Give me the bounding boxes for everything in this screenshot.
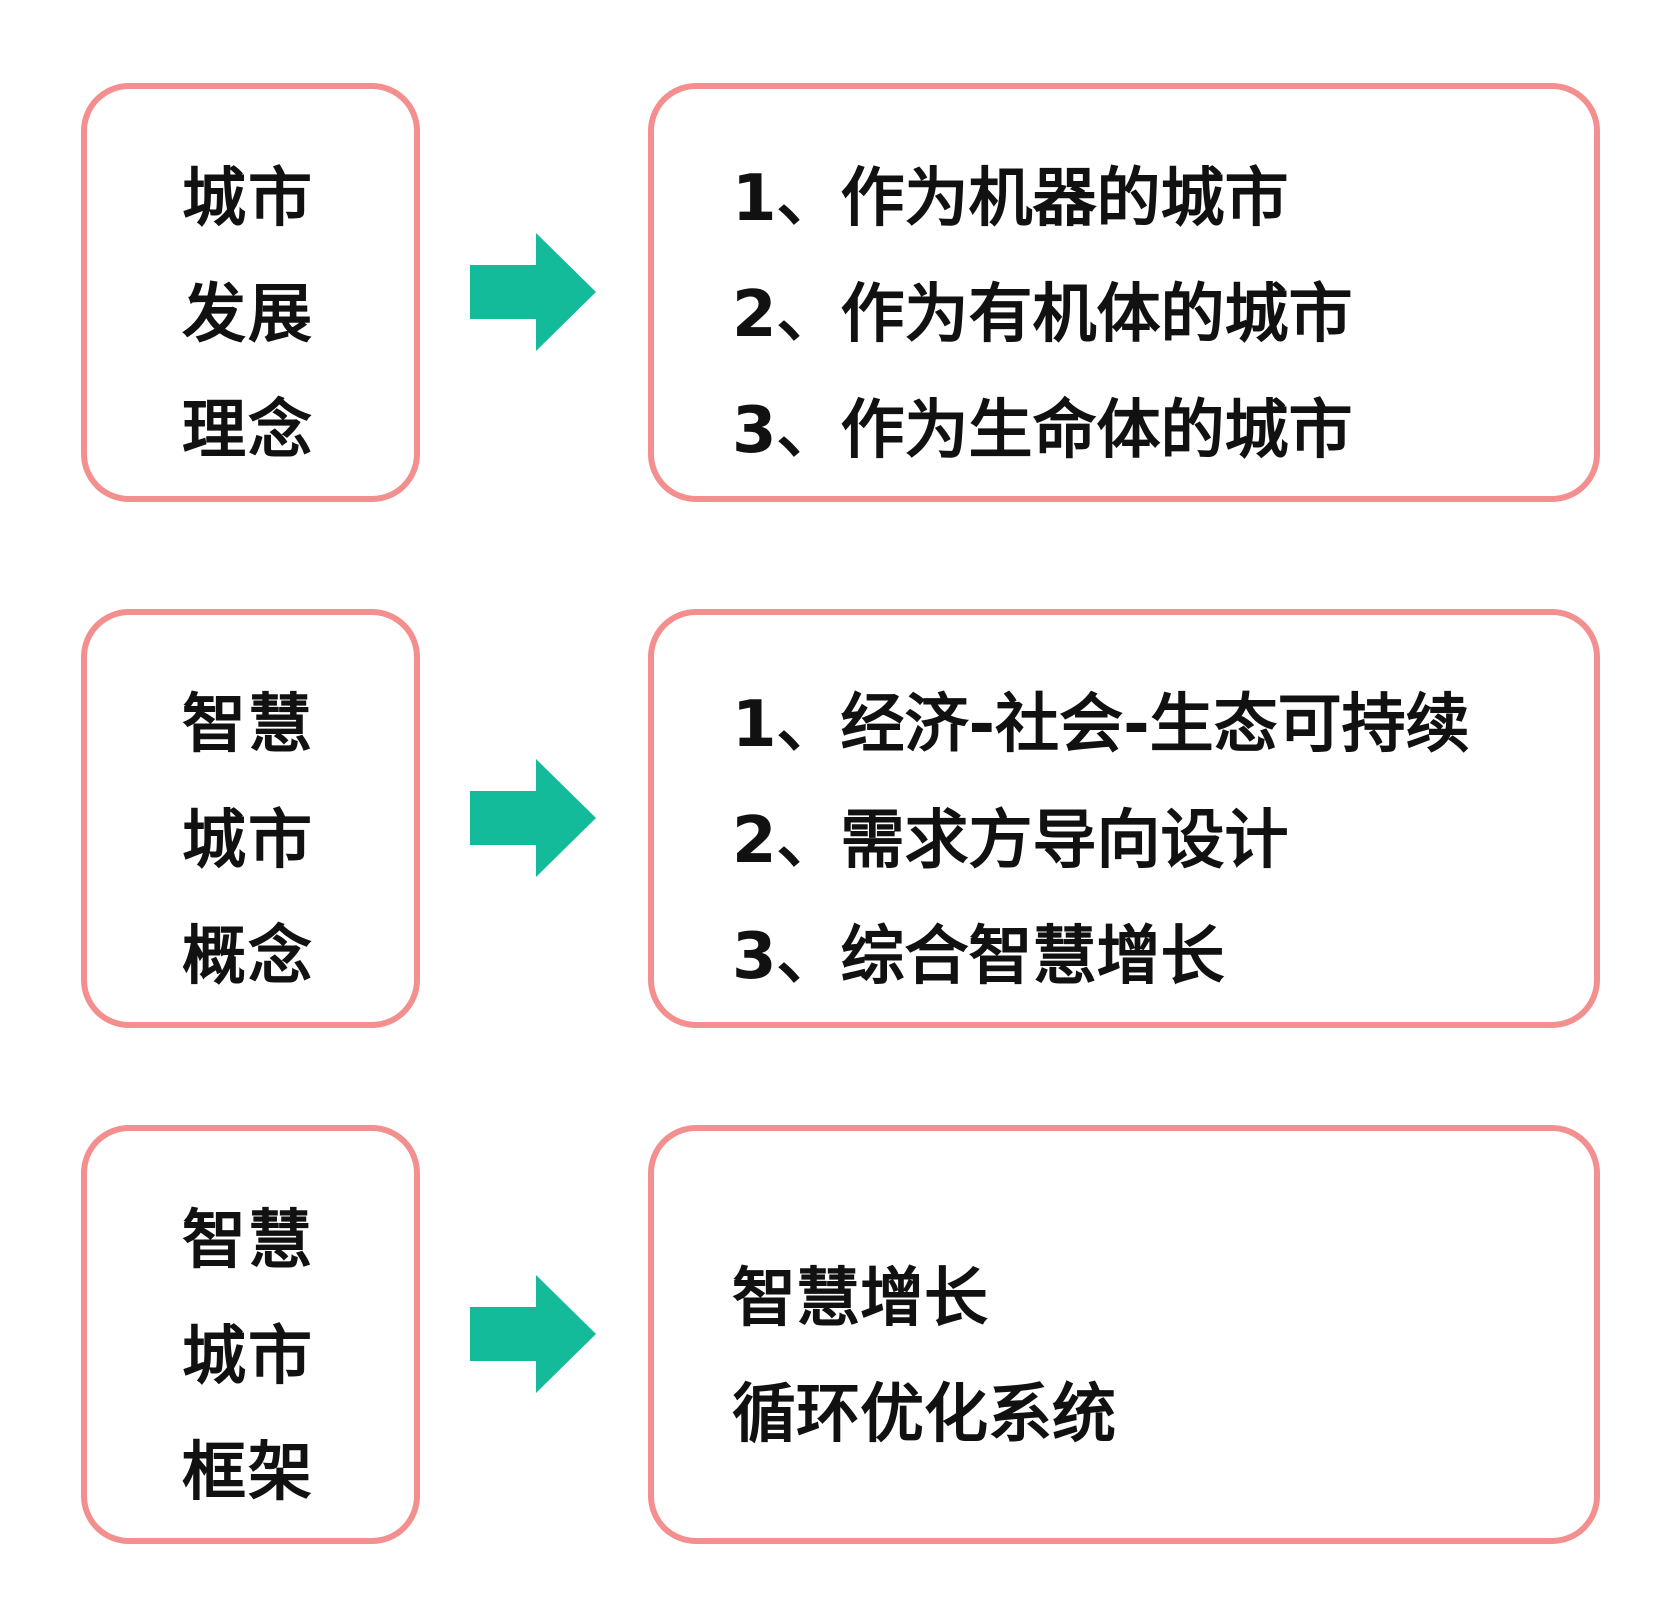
concept-label-line: 发展 [182,278,314,352]
concept-label: 智慧 城市 概念 [182,667,314,1015]
detail-item: 2、作为有机体的城市 [732,278,1353,352]
detail-box-urban-development: 1、作为机器的城市 2、作为有机体的城市 3、作为生命体的城市 [648,83,1600,502]
concept-label-line: 概念 [182,920,314,994]
concept-label: 智慧 城市 框架 [182,1183,314,1531]
detail-item: 循环优化系统 [732,1378,1116,1452]
concept-label-line: 智慧 [182,688,314,762]
concept-box-smart-city-concept: 智慧 城市 概念 [81,609,420,1028]
concept-box-smart-city-framework: 智慧 城市 框架 [81,1125,420,1544]
diagram-row-1: 城市 发展 理念 1、作为机器的城市 2、作为有机体的城市 3、作为生命体的城市 [0,83,1676,508]
concept-label-line: 理念 [182,394,314,468]
detail-item: 3、综合智慧增长 [732,920,1225,994]
detail-list: 1、经济-社会-生态可持续 2、需求方导向设计 3、综合智慧增长 [732,667,1470,1015]
concept-label: 城市 发展 理念 [182,141,314,489]
detail-item: 1、经济-社会-生态可持续 [732,688,1470,762]
concept-box-urban-development: 城市 发展 理念 [81,83,420,502]
concept-label-line: 框架 [182,1436,314,1510]
right-arrow-icon [470,233,596,351]
detail-box-smart-city-framework: 智慧增长 循环优化系统 [648,1125,1600,1544]
right-arrow-icon [470,1275,596,1393]
detail-item: 智慧增长 [732,1262,988,1336]
detail-list: 1、作为机器的城市 2、作为有机体的城市 3、作为生命体的城市 [732,141,1353,489]
detail-list: 智慧增长 循环优化系统 [732,1241,1116,1473]
concept-label-line: 城市 [182,1320,314,1394]
diagram-row-3: 智慧 城市 框架 智慧增长 循环优化系统 [0,1125,1676,1550]
diagram-row-2: 智慧 城市 概念 1、经济-社会-生态可持续 2、需求方导向设计 3、综合智慧增… [0,609,1676,1034]
concept-label-line: 城市 [182,162,314,236]
detail-box-smart-city-concept: 1、经济-社会-生态可持续 2、需求方导向设计 3、综合智慧增长 [648,609,1600,1028]
concept-label-line: 城市 [182,804,314,878]
detail-item: 2、需求方导向设计 [732,804,1289,878]
concept-label-line: 智慧 [182,1204,314,1278]
right-arrow-icon [470,759,596,877]
detail-item: 1、作为机器的城市 [732,162,1289,236]
detail-item: 3、作为生命体的城市 [732,394,1353,468]
